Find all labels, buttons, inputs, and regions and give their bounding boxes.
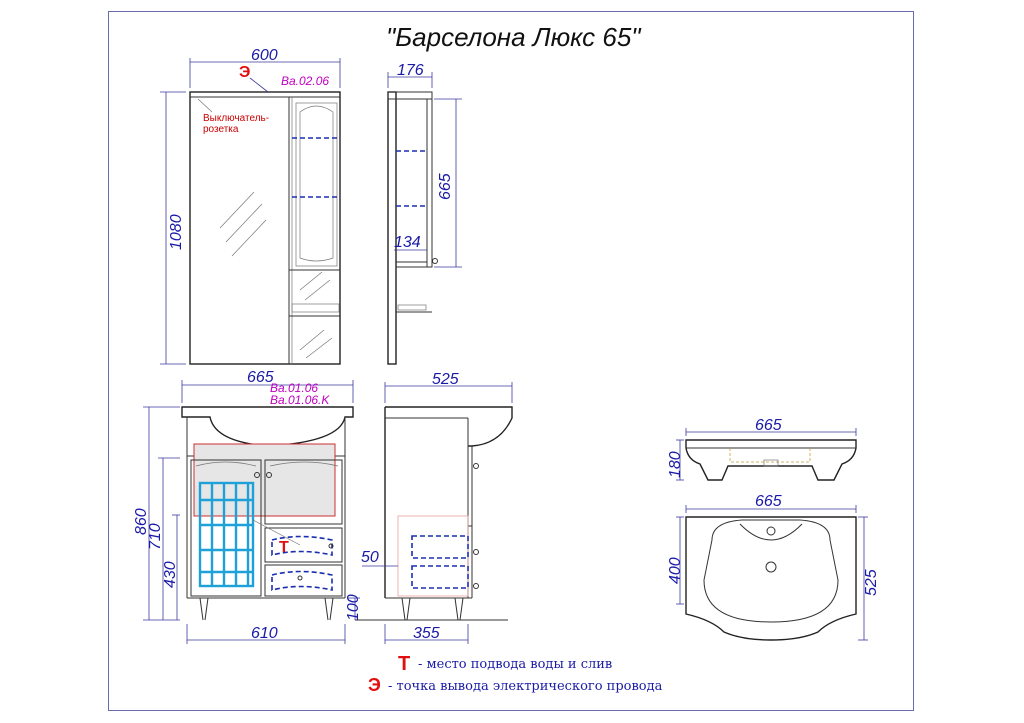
vanity-width-base-dim: 610: [251, 625, 278, 642]
sink-front-view: 665 180: [667, 417, 857, 481]
mirror-shelf-height-dim: 665: [437, 173, 454, 200]
page-title: "Барселона Люкс 65": [386, 22, 641, 52]
switch-label-1: Выключатель-: [203, 113, 269, 124]
vanity-code-1: Ba.01.06: [270, 381, 318, 395]
vanity-front: Т 665 Ba.01.06 Ba.01.06.K 860 710 430 10…: [133, 369, 362, 644]
water-marker: Т: [279, 539, 289, 556]
legend-electric-symbol: Э: [368, 675, 381, 695]
vanity-height-body-dim: 710: [147, 523, 164, 550]
legend-water-text: - место подвода воды и слив: [418, 657, 612, 672]
switch-label-2: розетка: [203, 124, 239, 135]
vanity-height-total-dim: 860: [133, 508, 150, 535]
sink-width-top-dim: 665: [755, 493, 782, 510]
vanity-code-2: Ba.01.06.K: [270, 393, 330, 407]
vanity-pipe-height-dim: 430: [162, 561, 179, 588]
legend-water-symbol: Т: [398, 653, 410, 675]
electric-marker: Э: [239, 64, 250, 81]
sink-hole-depth-dim: 400: [667, 557, 684, 584]
mirror-height-dim: 1080: [168, 214, 185, 250]
legend-electric-text: - точка вывода электрического провода: [388, 679, 663, 694]
mirror-cabinet-front: 600 1080 Э Ba.02.06 Выключатель- розетка: [160, 47, 341, 365]
mirror-cabinet-side: 176 665 134: [387, 62, 462, 365]
vanity-width-top-dim: 665: [247, 369, 274, 386]
vanity-depth-top-dim: 525: [432, 371, 459, 388]
mirror-depth-dim: 176: [397, 62, 424, 79]
vanity-depth-base-dim: 355: [413, 625, 440, 642]
sink-total-depth-dim: 525: [863, 569, 880, 596]
legend: Т - место подвода воды и слив Э - точка …: [368, 653, 663, 695]
vanity-side: 525 50 355: [355, 371, 513, 644]
mirror-width-dim: 600: [251, 47, 278, 64]
sink-height-dim: 180: [667, 451, 684, 478]
vanity-side-offset-dim: 50: [361, 549, 379, 566]
drawing-frame: [108, 11, 914, 711]
vanity-leg-height-dim: 100: [345, 594, 362, 621]
mirror-code: Ba.02.06: [281, 74, 329, 88]
mirror-bottom-depth-dim: 134: [394, 234, 421, 251]
sink-top-view: 665 400 525: [667, 493, 880, 641]
sink-width-front-dim: 665: [755, 417, 782, 434]
